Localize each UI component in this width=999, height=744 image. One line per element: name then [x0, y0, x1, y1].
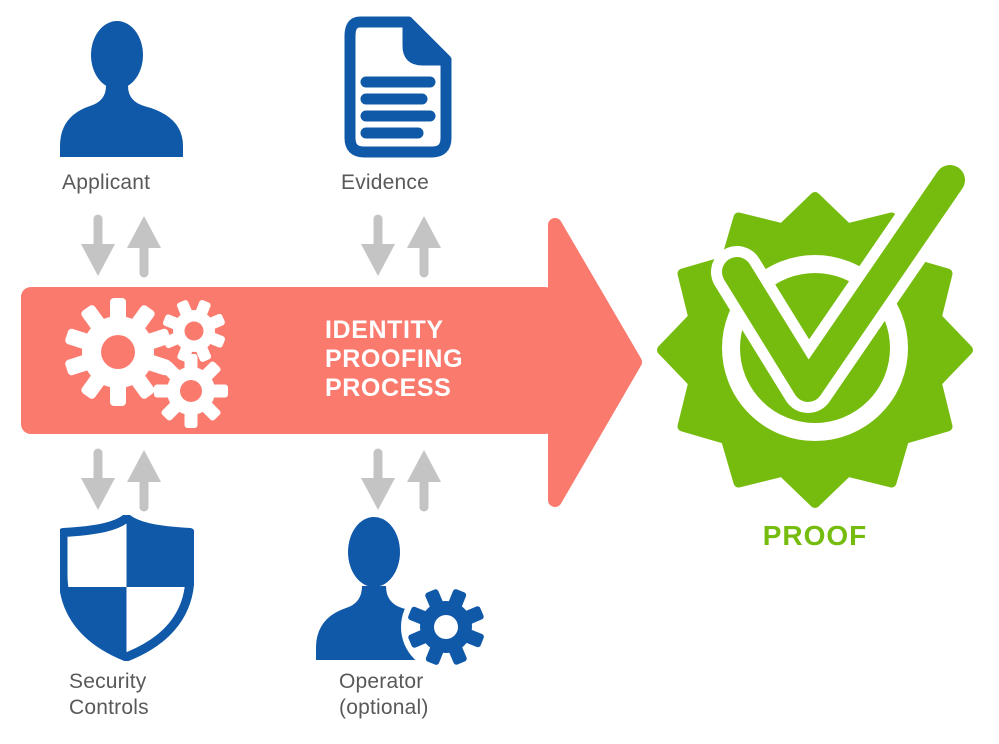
up-arrow-icon — [407, 216, 441, 278]
down-arrow-icon — [81, 448, 115, 510]
gears-icon — [65, 298, 228, 428]
process-arrow — [21, 218, 642, 507]
operator-label: Operator (optional) — [339, 669, 429, 721]
down-up-arrows-evidence — [361, 214, 441, 278]
up-arrow-icon — [127, 450, 161, 512]
shield-icon — [60, 515, 194, 661]
up-arrow-icon — [407, 450, 441, 512]
operator-label-line1: Operator — [339, 670, 424, 693]
security-controls-label-line1: Security — [69, 670, 147, 693]
person-icon — [60, 21, 183, 157]
down-up-arrows-security — [81, 448, 161, 512]
down-arrow-icon — [361, 214, 395, 276]
applicant-label: Applicant — [62, 171, 151, 194]
down-arrow-icon — [81, 214, 115, 276]
proof-label: PROOF — [762, 520, 868, 551]
checkmark-seal-icon — [657, 165, 975, 508]
person-gear-icon — [316, 517, 491, 670]
process-arrow-title-line2: PROOFING — [325, 345, 464, 373]
document-icon — [344, 16, 452, 158]
operator-label-line2: (optional) — [339, 696, 429, 719]
evidence-label: Evidence — [341, 171, 429, 194]
up-arrow-icon — [127, 216, 161, 278]
down-up-arrows-operator — [361, 448, 441, 512]
security-controls-label-line2: Controls — [69, 696, 149, 719]
process-arrow-title: IDENTITY PROOFING PROCESS — [325, 316, 463, 403]
process-arrow-title-line3: PROCESS — [325, 374, 452, 402]
process-arrow-title-line1: IDENTITY — [325, 316, 444, 344]
down-arrow-icon — [361, 448, 395, 510]
security-controls-label: Security Controls — [69, 669, 149, 721]
down-up-arrows-applicant — [81, 214, 161, 278]
